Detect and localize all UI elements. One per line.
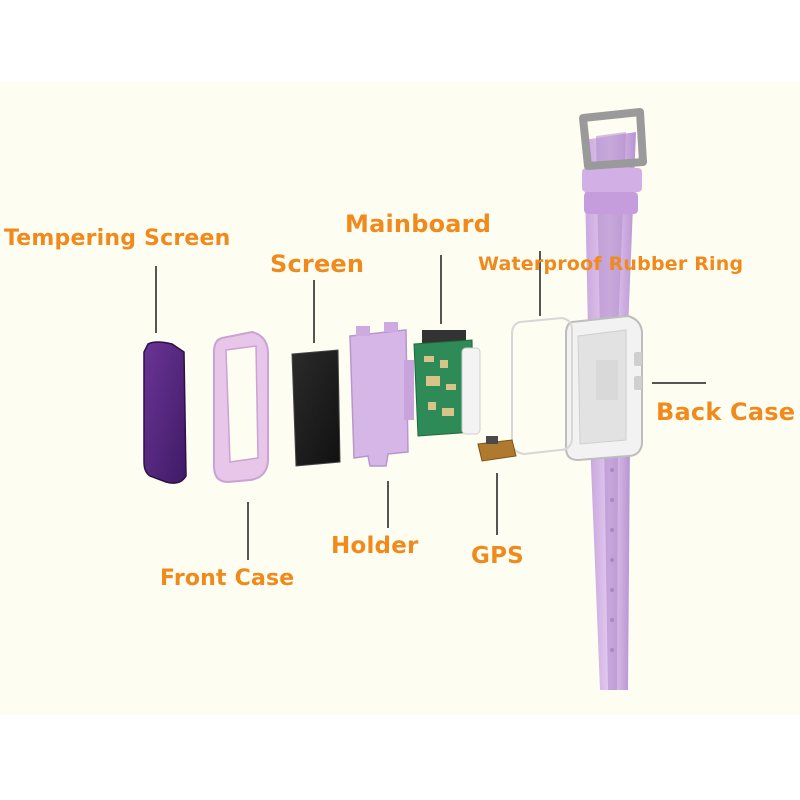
holder bbox=[349, 322, 414, 467]
front-case bbox=[213, 330, 269, 484]
label-mainboard: Mainboard bbox=[345, 210, 492, 238]
label-waterproof-rubber-ring: Waterproof Rubber Ring bbox=[478, 253, 744, 275]
label-screen: Screen bbox=[270, 250, 365, 278]
label-gps: GPS bbox=[471, 543, 524, 569]
tempering-screen-glass bbox=[143, 341, 187, 484]
label-back-case: Back Case bbox=[656, 398, 796, 426]
screen bbox=[291, 349, 341, 467]
label-tempering-screen: Tempering Screen bbox=[4, 226, 231, 251]
gps-module bbox=[477, 436, 517, 462]
back-case bbox=[565, 314, 643, 462]
label-holder: Holder bbox=[331, 533, 419, 559]
label-front-case: Front Case bbox=[160, 566, 295, 591]
mainboard bbox=[413, 330, 481, 437]
waterproof-ring bbox=[511, 316, 573, 456]
watch-strap bbox=[579, 108, 647, 690]
